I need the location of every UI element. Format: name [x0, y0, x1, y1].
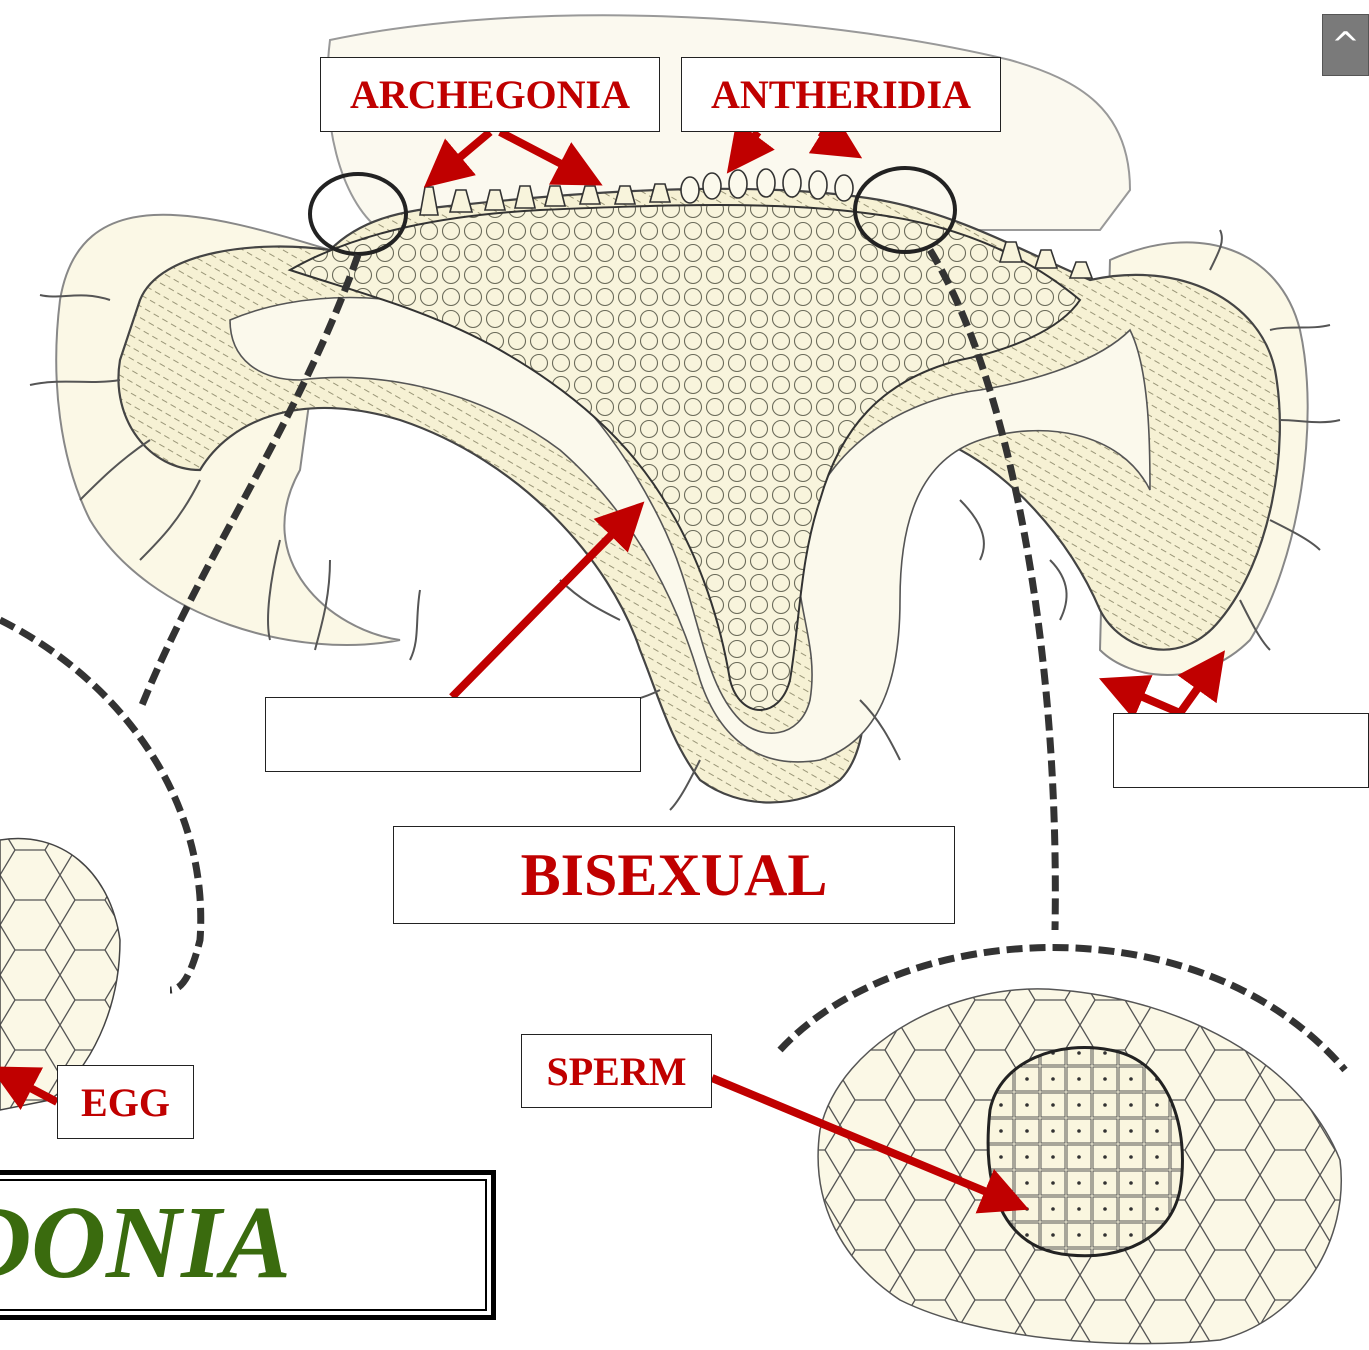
label-antheridia: ANTHERIDIA	[681, 57, 1001, 132]
caret-up-icon: ^	[1331, 25, 1360, 65]
arrow-blank-center	[452, 510, 636, 697]
label-egg: EGG	[57, 1065, 194, 1139]
sperm-detail	[818, 989, 1341, 1344]
page-title: DONIA	[0, 1183, 291, 1302]
scroll-top-button[interactable]: ^	[1322, 14, 1369, 76]
label-blank-right	[1113, 713, 1369, 788]
title-box: DONIA	[0, 1170, 496, 1320]
label-blank-center	[265, 697, 641, 772]
label-sperm: SPERM	[521, 1034, 712, 1108]
arrow-blank-right-left	[1110, 683, 1180, 713]
label-bisexual: BISEXUAL	[393, 826, 955, 924]
label-archegonia: ARCHEGONIA	[320, 57, 660, 132]
